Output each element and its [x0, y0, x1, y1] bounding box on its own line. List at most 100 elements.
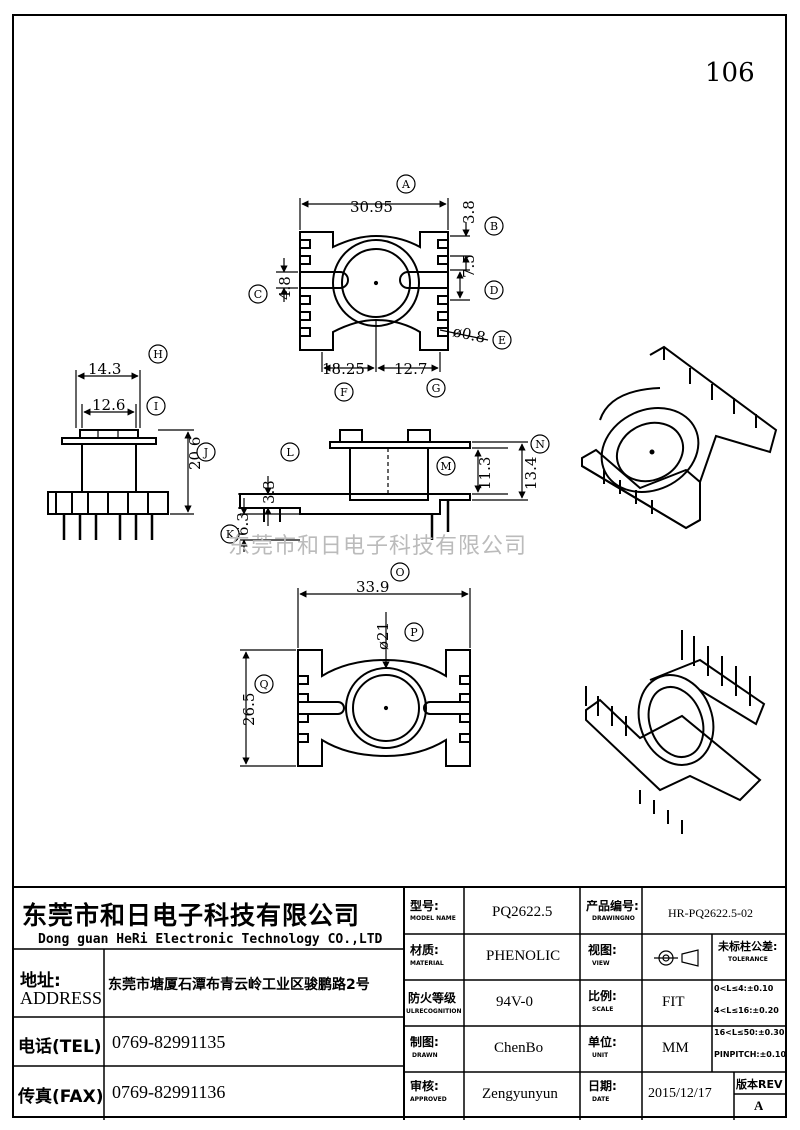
unit-label-en: UNIT	[592, 1052, 609, 1059]
revision-label: 版本REV	[736, 1078, 783, 1091]
balloon-i: I	[146, 396, 166, 416]
drawing-no-label-en: DRAWINGNO	[592, 915, 635, 922]
balloon-p: P	[404, 622, 424, 642]
model-label-en: MODEL NAME	[410, 915, 456, 922]
tel-value: 0769-82991135	[112, 1032, 226, 1052]
balloon-k: K	[220, 524, 240, 544]
model-value: PQ2622.5	[492, 904, 553, 920]
company-name-cn: 东莞市和日电子科技有限公司	[22, 901, 361, 930]
drawing-no-value: HR-PQ2622.5-02	[668, 906, 754, 920]
tolerance-label-en: TOLERANCE	[728, 956, 768, 963]
scale-label-cn: 比例:	[588, 990, 617, 1003]
balloon-l: L	[280, 442, 300, 462]
material-label-cn: 材质:	[410, 944, 439, 957]
svg-text:F: F	[340, 386, 348, 399]
tolerance-label-cn: 未标柱公差:	[718, 940, 778, 953]
svg-text:P: P	[410, 626, 418, 639]
scale-value: FIT	[662, 994, 685, 1010]
balloon-q: Q	[254, 674, 274, 694]
address-label-en: ADDRESS	[20, 988, 103, 1008]
material-value: PHENOLIC	[486, 948, 561, 964]
unit-value: MM	[662, 1040, 689, 1056]
balloon-d: D	[484, 280, 504, 300]
svg-text:K: K	[226, 528, 235, 541]
date-label-en: DATE	[592, 1096, 610, 1103]
tolerance-line: 4<L≤16:±0.20	[714, 1006, 779, 1015]
fax-value: 0769-82991136	[112, 1082, 226, 1102]
balloon-c: C	[248, 284, 268, 304]
svg-text:O: O	[395, 566, 404, 579]
tel-label: 电话(TEL)	[18, 1037, 102, 1057]
watermark: 东莞市和日电子科技有限公司	[228, 534, 528, 559]
revision-value: A	[754, 1098, 764, 1113]
dim-q-value: 26.5	[240, 693, 258, 726]
svg-text:C: C	[254, 288, 262, 301]
svg-text:D: D	[490, 284, 499, 297]
isometric-view-top	[581, 345, 778, 530]
svg-text:E: E	[498, 334, 506, 347]
svg-text:M: M	[440, 460, 451, 473]
dim-m-value: 11.3	[476, 457, 494, 490]
fax-label: 传真(FAX)	[18, 1087, 104, 1107]
flame-label-cn: 防火等级	[408, 992, 457, 1005]
bottom-view	[240, 588, 471, 767]
material-label-en: MATERIAL	[410, 960, 444, 967]
unit-label-cn: 单位:	[588, 1036, 617, 1049]
view-label-cn: 视图:	[588, 944, 617, 957]
balloon-e: E	[492, 330, 512, 350]
svg-text:Q: Q	[259, 678, 268, 691]
dim-a-value: 30.95	[350, 198, 393, 216]
balloon-f: F	[334, 382, 354, 402]
address-label-cn: 地址:	[20, 971, 61, 991]
flame-value: 94V-0	[496, 994, 533, 1010]
svg-text:G: G	[432, 382, 441, 395]
isometric-view-bottom	[585, 630, 766, 834]
balloon-g: G	[426, 378, 446, 398]
tolerance-line: 0<L≤4:±0.10	[714, 984, 774, 993]
title-block: 东莞市和日电子科技有限公司 Dong guan HeRi Electronic …	[12, 886, 787, 1120]
top-view	[276, 198, 489, 372]
balloon-a: A	[396, 174, 416, 194]
dim-i-value: 12.6	[92, 396, 125, 414]
technical-drawing: 30.95 3.8 4.8 7.5 ø0.8 18.25 12.7 14.3 1…	[47, 174, 778, 834]
svg-text:B: B	[490, 220, 498, 233]
drawn-label-en: DRAWN	[412, 1052, 438, 1059]
balloon-j: J	[196, 442, 216, 462]
approved-label-cn: 审核:	[410, 1080, 439, 1093]
balloon-b: B	[484, 216, 504, 236]
dim-l-value: 3.3	[260, 480, 278, 504]
balloon-h: H	[148, 344, 168, 364]
approved-label-en: APPROVED	[410, 1096, 447, 1103]
drawn-value: ChenBo	[494, 1040, 544, 1056]
dim-n-value: 13.4	[522, 457, 540, 490]
flame-label-en: ULRECOGNITION	[406, 1008, 462, 1015]
view-label-en: VIEW	[592, 960, 610, 967]
projection-symbol-icon	[654, 949, 699, 967]
dim-c-value: 4.8	[276, 276, 294, 300]
dim-b-value: 3.8	[460, 200, 478, 224]
page-number: 106	[705, 58, 755, 88]
balloon-m: M	[436, 456, 456, 476]
date-value: 2015/12/17	[648, 1086, 712, 1101]
drawing-frame	[12, 14, 787, 1118]
model-label-cn: 型号:	[410, 900, 439, 913]
scale-label-en: SCALE	[592, 1006, 614, 1013]
svg-text:L: L	[286, 446, 294, 459]
tolerance-line: PINPITCH:±0.10	[714, 1050, 787, 1059]
svg-text:N: N	[535, 438, 545, 451]
balloon-n: N	[530, 434, 550, 454]
svg-text:H: H	[153, 348, 163, 361]
dim-e-value: ø0.8	[451, 322, 487, 346]
side-view-right	[238, 429, 528, 552]
date-label-cn: 日期:	[588, 1080, 617, 1093]
address-value: 东莞市塘厦石潭布青云岭工业区骏鹏路2号	[108, 977, 370, 993]
dim-p-value: ø21	[374, 622, 392, 650]
svg-text:J: J	[203, 446, 208, 459]
side-view-left	[47, 370, 194, 540]
balloon-o: O	[390, 562, 410, 582]
dim-o-value: 33.9	[356, 578, 389, 596]
drawn-label-cn: 制图:	[410, 1036, 439, 1049]
drawing-no-label-cn: 产品编号:	[586, 900, 639, 913]
approved-value: Zengyunyun	[482, 1086, 558, 1102]
dim-g-value: 12.7	[394, 360, 427, 378]
